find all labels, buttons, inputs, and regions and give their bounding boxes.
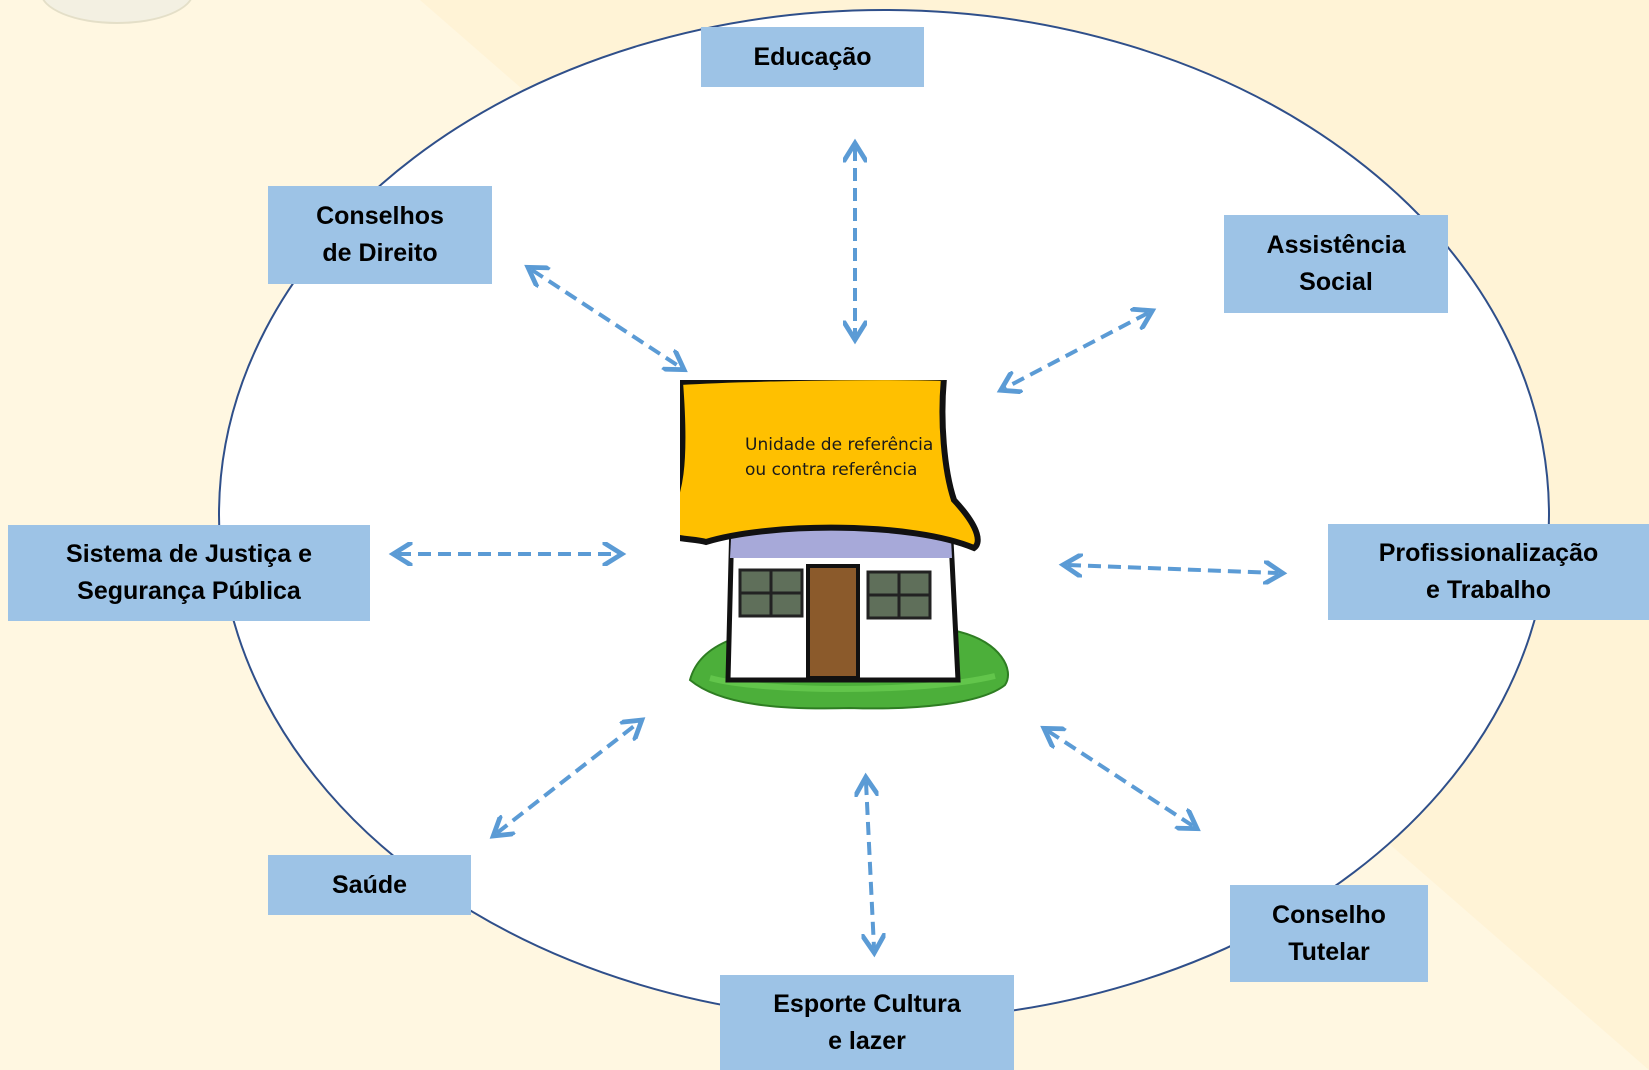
arrow-esporte-cultura bbox=[866, 782, 874, 948]
arrow-saude bbox=[497, 723, 638, 833]
node-conselho-tutelar: Conselho Tutelar bbox=[1230, 885, 1428, 982]
node-esporte-cultura: Esporte Cultura e lazer bbox=[720, 975, 1014, 1070]
node-justica-seguranca: Sistema de Justiça e Segurança Pública bbox=[8, 525, 370, 621]
node-label: Segurança Pública bbox=[77, 577, 301, 605]
center-label-line2: ou contra referência bbox=[745, 460, 918, 480]
node-label: e Trabalho bbox=[1425, 576, 1552, 604]
node-label: Tutelar bbox=[1288, 937, 1370, 966]
node-label: Esporte Cultura bbox=[773, 989, 961, 1018]
node-assistencia-social: Assistência Social bbox=[1224, 215, 1448, 313]
node-profissionalizacao: Profissionalização e Trabalho bbox=[1328, 524, 1649, 620]
node-label: Educação bbox=[753, 42, 872, 71]
node-label: Conselho bbox=[1272, 900, 1386, 929]
arrow-conselho-tutelar bbox=[1048, 731, 1193, 826]
arrow-profissionalizacao bbox=[1068, 565, 1278, 573]
node-label: Sistema de Justiça e bbox=[66, 540, 312, 568]
arrow-assistencia-social bbox=[1005, 313, 1148, 388]
node-label: Saúde bbox=[331, 870, 408, 899]
node-label: Profissionalização bbox=[1378, 539, 1599, 567]
arrow-conselhos-direito bbox=[532, 270, 680, 367]
node-saude: Saúde bbox=[268, 855, 471, 915]
node-educacao: Educação bbox=[701, 27, 924, 87]
center-unit-label: Unidade de referência ou contra referênc… bbox=[745, 433, 975, 483]
house-icon bbox=[680, 380, 1009, 710]
node-label: Social bbox=[1299, 268, 1373, 296]
node-conselhos-direito: Conselhos de Direito bbox=[268, 186, 492, 284]
node-label: Assistência bbox=[1266, 231, 1406, 259]
node-label: Conselhos bbox=[316, 202, 444, 230]
center-label-line1: Unidade de referência bbox=[745, 435, 934, 455]
node-label: e lazer bbox=[828, 1026, 906, 1055]
node-label: de Direito bbox=[322, 239, 438, 267]
